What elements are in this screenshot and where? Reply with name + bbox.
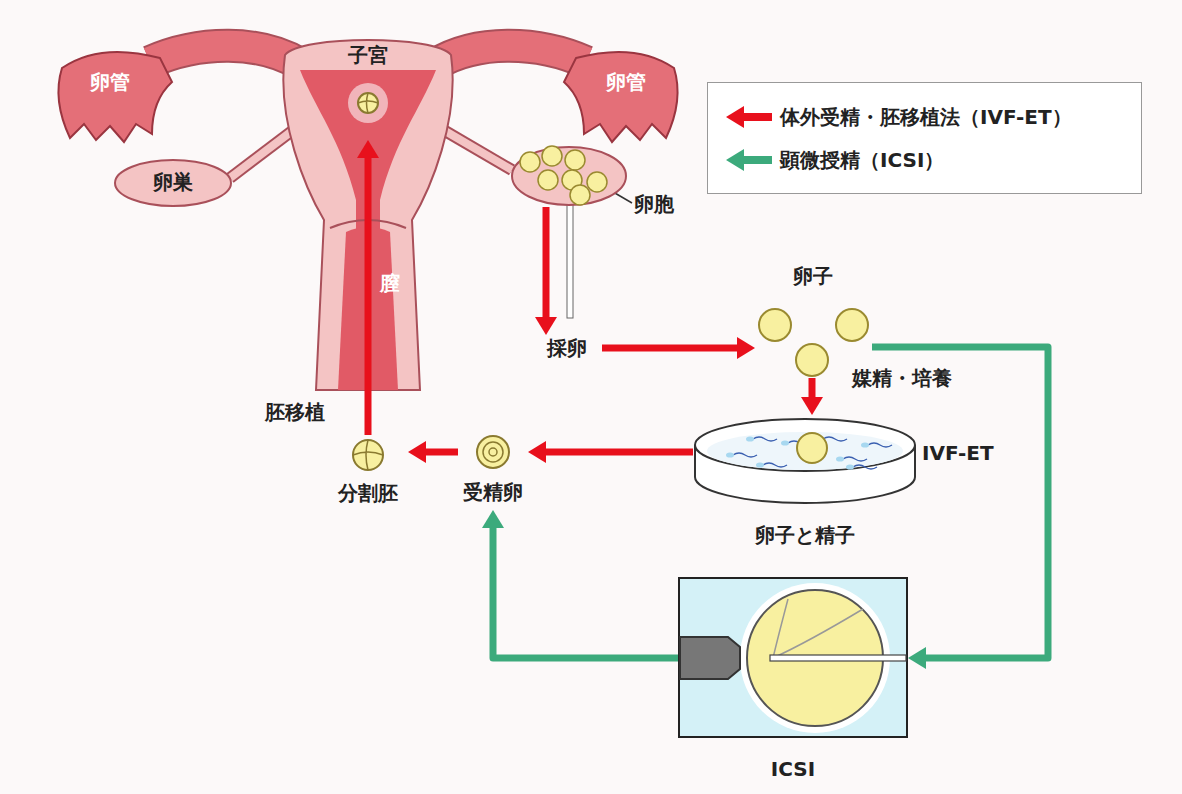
ivf-flow-arrow [357, 140, 379, 435]
arrow-head [737, 337, 755, 359]
node-text: 卵子 [793, 264, 833, 288]
node-text-holder: 卵巣 [153, 170, 193, 194]
node-text-holder: 卵子と精子 [755, 523, 855, 547]
connector-line [365, 157, 372, 435]
arrow-head [357, 140, 379, 158]
node-text: 採卵 [547, 336, 587, 360]
node-text: 子宮 [348, 43, 388, 67]
legend-arrow-swatch [726, 149, 772, 171]
ivf-flow-arrow [801, 378, 823, 415]
part-label-holder: 膣 [380, 272, 400, 294]
arrow-head [801, 397, 823, 415]
node-text: 卵巣 [153, 170, 193, 194]
arrow-head [408, 441, 426, 463]
oocyte-group: 卵子 [755, 262, 872, 378]
part-label-holder: 卵管 [90, 70, 130, 94]
uterus-region: 子宮 [320, 35, 416, 140]
ovary-with-follicles: 卵胞 [510, 145, 628, 207]
connector-line [602, 345, 738, 352]
part-label: 卵管 [90, 70, 130, 94]
node-text-holder: ICSI [771, 757, 815, 781]
ivf-flow-arrow [602, 337, 755, 359]
ivf-flow-arrow [535, 207, 557, 335]
legend-arrow-swatch [726, 106, 772, 128]
connector-line [425, 449, 458, 456]
edge-label-holder: 媒精・培養 [850, 366, 954, 390]
node-text-holder: 卵子 [793, 264, 833, 288]
node-text-holder: 卵胞 [634, 192, 674, 216]
icsi-flow-arrow [482, 510, 678, 658]
arrow-head [535, 317, 557, 335]
icsi-panel: ICSI [678, 577, 908, 785]
arrow-head [528, 441, 546, 463]
node-text-holder: IVF-ET [922, 441, 994, 465]
part-label: 膣 [380, 272, 400, 294]
legend-text: 体外受精・胚移植法（IVF-ET） [780, 105, 1072, 129]
node-text-holder: 子宮 [348, 43, 388, 67]
zygote: 受精卵 [458, 432, 528, 510]
arrow-head [908, 647, 926, 669]
node-text: IVF-ET [922, 441, 994, 465]
connector-line [809, 378, 816, 398]
cleavage-embryo: 分割胚 [330, 435, 408, 508]
legend-text-holder: 体外受精・胚移植法（IVF-ET） [780, 105, 1072, 129]
node-text: 受精卵 [463, 480, 523, 504]
ovary-with-follicles-shape [510, 145, 628, 207]
node-text-holder: 採卵 [547, 336, 587, 360]
edge-label: 胚移植 [263, 400, 327, 424]
node-text: 卵胞 [634, 192, 674, 216]
edge-label: 媒精・培養 [850, 366, 954, 390]
ovary-shape: 卵巣 [113, 158, 233, 208]
node-text: 卵子と精子 [755, 523, 855, 547]
connector-line [543, 207, 550, 318]
node-text-holder: 分割胚 [338, 481, 398, 505]
ivf-flow-arrow [408, 441, 458, 463]
node-text: 分割胚 [338, 481, 398, 505]
arrow-head [482, 510, 504, 528]
connector-line [545, 449, 693, 456]
part-label-holder: 卵管 [606, 70, 646, 94]
node-text-holder: 受精卵 [463, 480, 523, 504]
part-label: 卵管 [606, 70, 646, 94]
legend-text: 顕微授精（ICSI） [780, 148, 944, 172]
connector-line [493, 527, 678, 658]
legend-box: 体外受精・胚移植法（IVF-ET） 顕微授精（ICSI） [707, 82, 1142, 194]
step-label-box: 採卵 [532, 335, 602, 362]
ivf-flow-arrow [528, 441, 693, 463]
legend-text-holder: 顕微授精（ICSI） [780, 148, 944, 172]
node-text: ICSI [771, 757, 815, 781]
petri-dish: IVF-ET卵子と精子 [693, 415, 918, 550]
edge-label-holder: 胚移植 [263, 400, 327, 424]
icsi-panel-shape [678, 577, 908, 785]
